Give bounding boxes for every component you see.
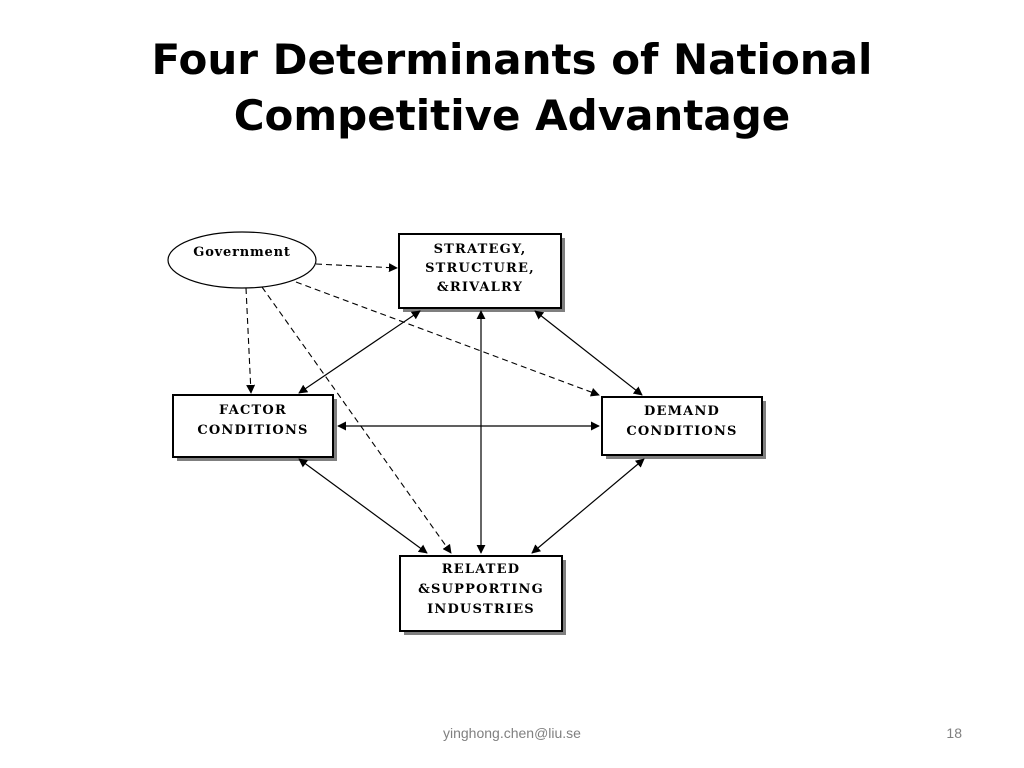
arrow-strategy-demand (534, 310, 643, 396)
determinant-links (298, 310, 645, 554)
demand-label-line-1: DEMAND (644, 404, 720, 419)
related-box-frame (399, 555, 563, 632)
factor-box-frame (172, 394, 334, 458)
arrow-demand-related (531, 458, 645, 554)
dashed-arrow-government-demand (295, 281, 600, 397)
government-node: Government (167, 231, 317, 289)
strategy-box-frame (398, 233, 562, 309)
government-ellipse (167, 231, 317, 289)
strategy-label-line-1: STRATEGY, (434, 242, 527, 257)
related-label-line-2: &SUPPORTING (418, 582, 544, 597)
dashed-arrow-government-related (261, 286, 452, 554)
related-label-line-3: INDUSTRIES (427, 602, 535, 617)
demand-conditions-box: DEMAND CONDITIONS (601, 396, 766, 459)
demand-box-frame (601, 396, 763, 456)
factor-conditions-box: FACTOR CONDITIONS (172, 394, 337, 461)
factor-label-line-1: FACTOR (219, 403, 287, 418)
slide-title: Four Determinants of National Competitiv… (0, 32, 1024, 144)
government-influence-links (245, 263, 600, 554)
slide-title-line-2: Competitive Advantage (233, 91, 791, 140)
arrow-strategy-factor (298, 310, 421, 394)
footer-email: yinghong.chen@liu.se (443, 725, 581, 741)
slide-title-line-1: Four Determinants of National (151, 35, 873, 84)
arrow-factor-related (298, 458, 428, 554)
strategy-structure-rivalry-box: STRATEGY, STRUCTURE, &RIVALRY (398, 233, 565, 312)
dashed-arrow-government-strategy (315, 263, 398, 273)
related-label-line-1: RELATED (442, 562, 521, 577)
dashed-arrow-government-factor (245, 287, 256, 394)
government-label: Government (193, 245, 290, 260)
related-supporting-industries-box: RELATED &SUPPORTING INDUSTRIES (399, 555, 566, 635)
demand-label-line-2: CONDITIONS (626, 424, 737, 439)
factor-label-line-2: CONDITIONS (197, 423, 308, 438)
strategy-label-line-3: &RIVALRY (437, 280, 523, 295)
page-number: 18 (946, 725, 962, 741)
strategy-label-line-2: STRUCTURE, (425, 261, 535, 276)
